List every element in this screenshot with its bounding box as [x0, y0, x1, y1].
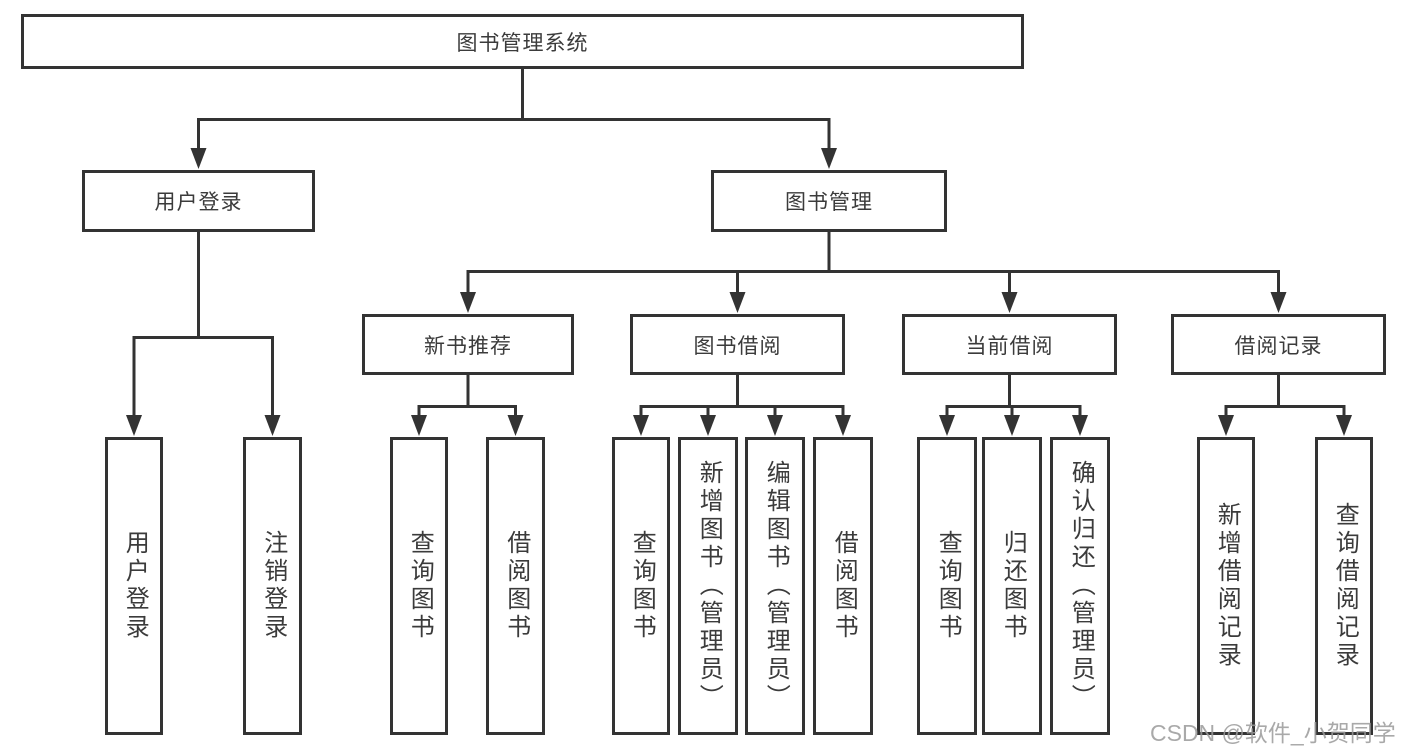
node-book-borrowing: 图书借阅: [630, 314, 845, 375]
node-leaf-logout: 注销登录: [243, 437, 302, 735]
arrowhead-icons: [126, 148, 1352, 436]
csdn-watermark: CSDN @软件_小贺同学: [1150, 720, 1396, 746]
node-leaf-add-books-admin-label: 新增图书（管理员）: [695, 460, 723, 712]
node-leaf-borrow-books-borrow: 借阅图书: [813, 437, 873, 735]
node-leaf-query-books-current-label: 查询图书: [934, 530, 962, 642]
node-root-label: 图书管理系统: [456, 31, 589, 55]
node-user-login-label: 用户登录: [154, 191, 243, 214]
node-leaf-borrow-books-rec-label: 借阅图书: [502, 530, 530, 642]
node-book-management: 图书管理: [711, 170, 947, 232]
node-leaf-query-books-rec-label: 查询图书: [406, 530, 434, 642]
node-new-book-recommend: 新书推荐: [362, 314, 574, 375]
node-leaf-query-books-current: 查询图书: [917, 437, 977, 735]
node-leaf-return-books-label: 归还图书: [999, 530, 1027, 642]
node-leaf-return-books: 归还图书: [982, 437, 1042, 735]
node-new-book-recommend-label: 新书推荐: [424, 334, 512, 358]
node-current-borrowing: 当前借阅: [902, 314, 1117, 375]
node-user-login: 用户登录: [82, 170, 315, 232]
node-book-management-label: 图书管理: [785, 191, 873, 214]
node-current-borrowing-label: 当前借阅: [965, 334, 1054, 358]
node-leaf-borrow-books-rec: 借阅图书: [486, 437, 545, 735]
node-borrowing-records-label: 借阅记录: [1234, 334, 1323, 358]
node-leaf-query-books-borrow-label: 查询图书: [628, 530, 656, 642]
node-leaf-add-borrow-record-label: 新增借阅记录: [1213, 502, 1241, 670]
node-leaf-confirm-return-admin-label: 确认归还（管理员）: [1067, 460, 1095, 712]
node-leaf-query-borrow-record-label: 查询借阅记录: [1331, 502, 1359, 670]
node-leaf-edit-books-admin-label: 编辑图书（管理员）: [762, 460, 790, 712]
node-leaf-add-books-admin: 新增图书（管理员）: [678, 437, 738, 735]
node-leaf-add-borrow-record: 新增借阅记录: [1197, 437, 1255, 735]
node-leaf-edit-books-admin: 编辑图书（管理员）: [745, 437, 805, 735]
node-book-borrowing-label: 图书借阅: [693, 334, 782, 358]
node-leaf-logout-label: 注销登录: [259, 530, 287, 642]
node-root: 图书管理系统: [21, 14, 1024, 69]
node-borrowing-records: 借阅记录: [1171, 314, 1386, 375]
node-leaf-query-books-rec: 查询图书: [390, 437, 448, 735]
node-leaf-borrow-books-borrow-label: 借阅图书: [830, 530, 858, 642]
node-leaf-user-login: 用户登录: [105, 437, 163, 735]
node-leaf-query-books-borrow: 查询图书: [612, 437, 670, 735]
node-leaf-confirm-return-admin: 确认归还（管理员）: [1050, 437, 1110, 735]
node-leaf-query-borrow-record: 查询借阅记录: [1315, 437, 1373, 735]
node-leaf-user-login-label: 用户登录: [121, 530, 149, 642]
